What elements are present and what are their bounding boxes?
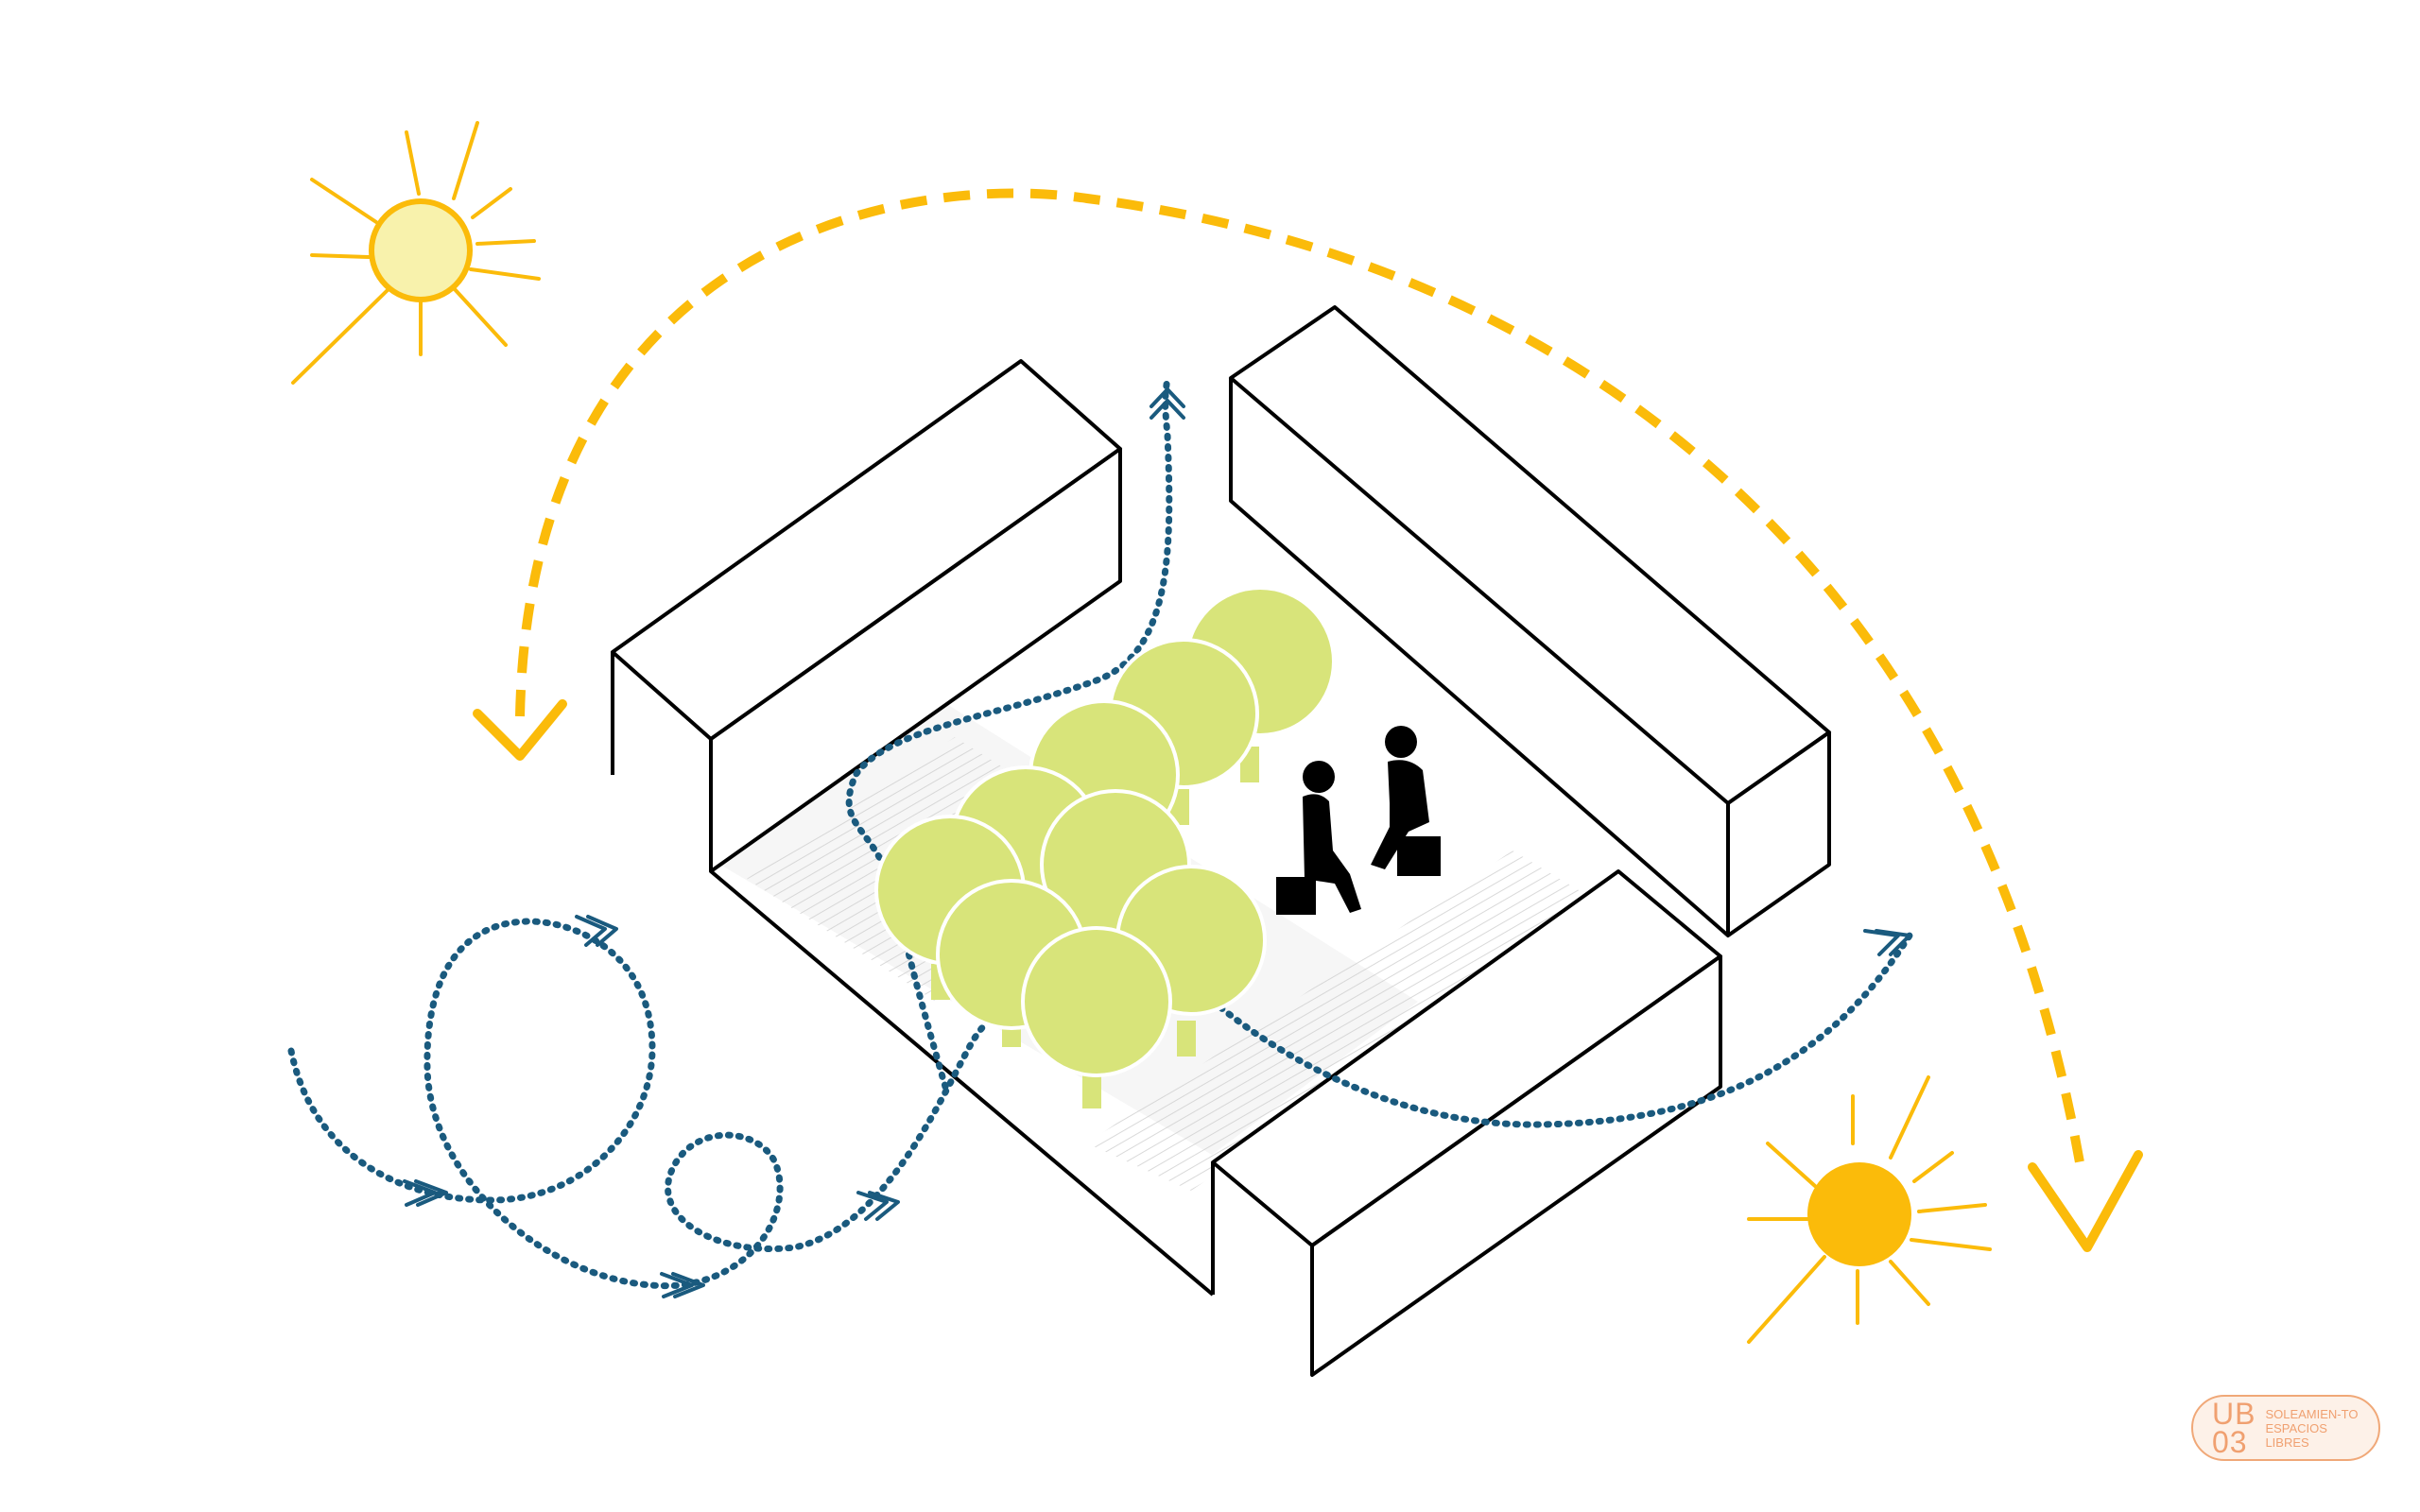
sun-icon <box>1747 1075 1992 1344</box>
section-badge: UB 03 SOLEAMIEN-TO ESPACIOS LIBRES <box>2191 1395 2380 1461</box>
building-block-northeast <box>1229 305 1831 937</box>
seated-person-icon <box>1371 726 1441 876</box>
sun-icon <box>291 121 541 385</box>
courtyard-edge <box>709 869 1215 1297</box>
sun-path-arrowhead-east <box>2028 1150 2143 1252</box>
badge-code-line2: 03 <box>2212 1425 2248 1459</box>
sun-path-arc <box>515 188 2084 1163</box>
badge-label: SOLEAMIEN-TO ESPACIOS LIBRES <box>2265 1406 2359 1450</box>
badge-code-line1: UB <box>2212 1397 2256 1431</box>
sun-path-arrowhead-west <box>473 699 567 761</box>
seated-person-icon <box>1276 761 1361 915</box>
shaded-strip-east <box>1087 850 1607 1191</box>
badge-code: UB 03 <box>2212 1397 2256 1459</box>
building-block-northwest <box>611 359 1122 873</box>
building-block-southeast <box>1211 869 1722 1377</box>
tree-group <box>874 586 1336 1108</box>
